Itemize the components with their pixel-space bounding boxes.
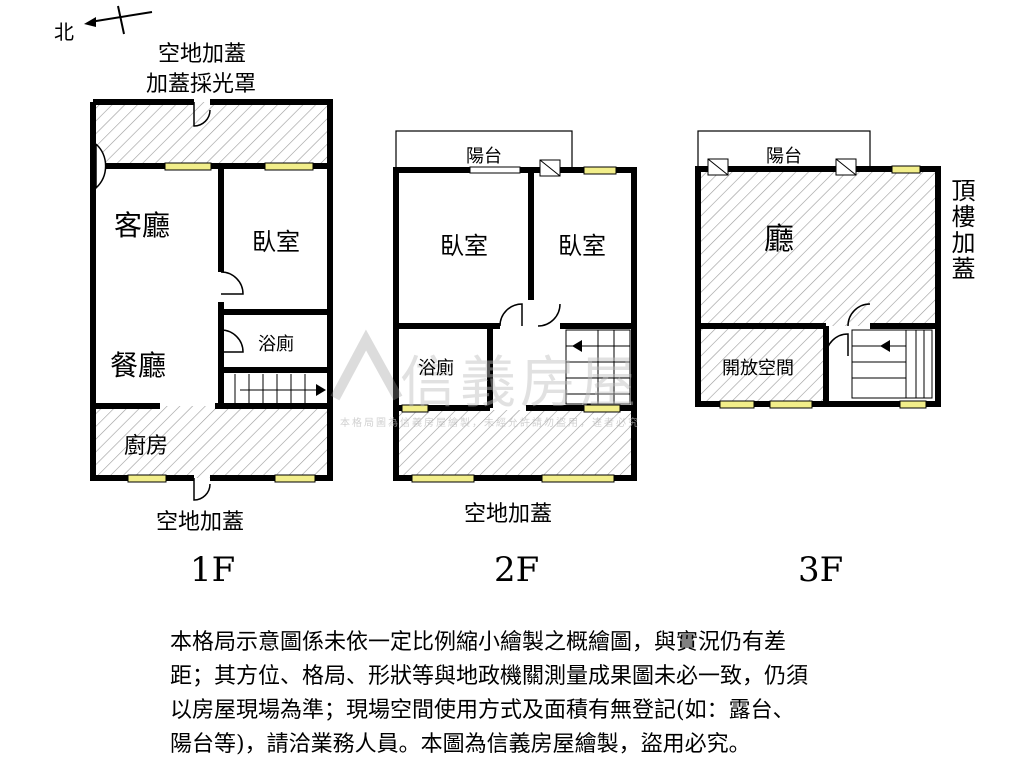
f1-floor-label: 1F xyxy=(190,550,236,590)
f1-top-label: 空地加蓋 xyxy=(158,42,247,67)
disclaimer-line: 距；其方位、格局、形狀等與地政機關測量成果圖未必一致，仍須 xyxy=(170,664,809,689)
disclaimer-text: 本格局示意圖係未依一定比例縮小繪製之概繪圖，與實況仍有差 距；其方位、格局、形狀… xyxy=(170,626,970,762)
f3-roof-addition-label: 頂樓加蓋 xyxy=(947,178,975,282)
f3-open-space-label: 開放空間 xyxy=(722,358,794,379)
f1-bottom-label: 空地加蓋 xyxy=(156,510,245,535)
floor-2-plan xyxy=(393,130,637,483)
f2-bottom-label: 空地加蓋 xyxy=(464,502,553,527)
f2-bedroom-a-label: 臥室 xyxy=(440,232,488,260)
f2-floor-label: 2F xyxy=(494,550,540,590)
f1-dining-label: 餐廳 xyxy=(110,349,167,382)
disclaimer-line: 本格局示意圖係未依一定比例縮小繪製之概繪圖，與實況仍有差 xyxy=(170,630,787,655)
floor-1-plan xyxy=(90,99,333,501)
f1-top-label-2: 加蓋採光罩 xyxy=(146,72,257,97)
f3-hall-label: 廳 xyxy=(764,222,794,257)
watermark-brand: 信義房屋 xyxy=(400,351,640,416)
f2-balcony-label: 陽台 xyxy=(466,146,502,167)
north-arrow-icon xyxy=(84,5,153,35)
f2-bedroom-b-label: 臥室 xyxy=(558,232,606,260)
f3-floor-label: 3F xyxy=(798,550,844,590)
f2-bath-label: 浴廁 xyxy=(418,358,454,379)
disclaimer-line: 陽台等)，請洽業務人員。本圖為信義房屋繪製，盜用必究。 xyxy=(170,732,751,757)
watermark-notice: 本格局圖為信義房屋繪製，未經允許請勿盜用，違者必究 xyxy=(340,418,640,429)
f1-living-label: 客廳 xyxy=(114,209,171,242)
f1-bath-label: 浴廁 xyxy=(258,334,294,355)
f1-bedroom-label: 臥室 xyxy=(252,228,300,256)
floor-3-plan xyxy=(695,130,941,409)
disclaimer-line: 以房屋現場為準；現場空間使用方式及面積有無登記(如：露台、 xyxy=(170,698,795,723)
f1-kitchen-label: 廚房 xyxy=(124,434,169,459)
watermark-logo-icon xyxy=(330,329,403,401)
f3-balcony-label: 陽台 xyxy=(766,146,802,167)
compass-label: 北 xyxy=(54,20,74,44)
